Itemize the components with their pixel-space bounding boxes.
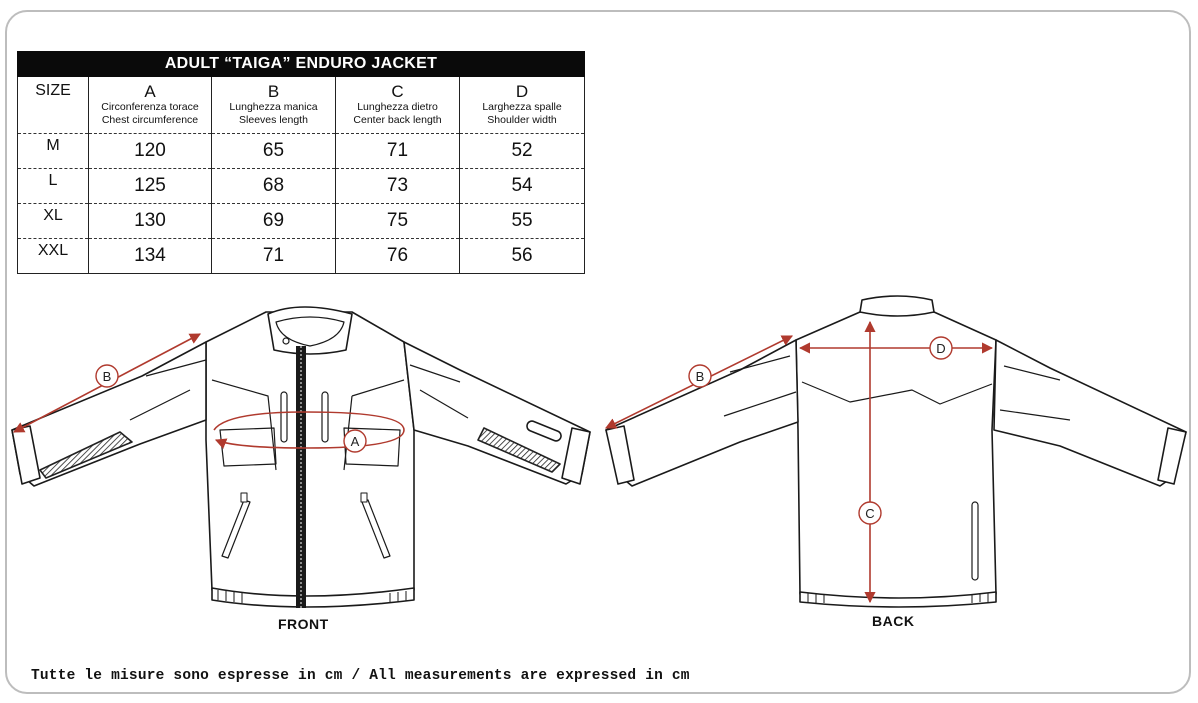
marker-d-back: D	[929, 336, 953, 360]
page-frame	[5, 10, 1191, 694]
table-title-row: ADULT “TAIGA” ENDURO JACKET	[16, 51, 586, 77]
column-label-en: Shoulder width	[487, 114, 557, 126]
column-label-en: Sleeves length	[239, 114, 308, 126]
value-cell-d: 52	[458, 133, 586, 169]
marker-b-front: B	[95, 364, 119, 388]
table-row-l: L 125 68 73 54	[17, 168, 586, 204]
marker-d-text: D	[936, 341, 945, 356]
back-label: BACK	[872, 613, 915, 629]
table-title: ADULT “TAIGA” ENDURO JACKET	[16, 51, 586, 77]
column-letter: C	[391, 82, 404, 101]
value-cell-d: 55	[458, 203, 586, 239]
table-row-xl: XL 130 69 75 55	[17, 203, 586, 239]
marker-c-text: C	[865, 506, 874, 521]
column-label-it: Lunghezza dietro	[357, 101, 438, 113]
column-letter: D	[515, 82, 529, 101]
front-jacket-drawing	[11, 306, 591, 608]
value-cell-c: 73	[335, 168, 460, 204]
size-chart-table: ADULT “TAIGA” ENDURO JACKET SIZE A Circo…	[16, 51, 586, 274]
value-cell-d: 56	[458, 238, 586, 274]
value-cell-c: 71	[335, 133, 460, 169]
measurement-footnote: Tutte le misure sono espresse in cm / Al…	[31, 668, 690, 684]
column-label-en: Chest circumference	[101, 114, 199, 126]
front-label: FRONT	[278, 616, 329, 632]
table-row-xxl: XXL 134 71 76 56	[17, 238, 586, 274]
marker-a-front: A	[343, 429, 367, 453]
value-cell-b: 65	[211, 133, 336, 169]
value-cell-c: 75	[335, 203, 460, 239]
back-jacket-drawing	[605, 295, 1187, 608]
column-header-a: A Circonferenza torace Chest circumferen…	[88, 76, 212, 134]
value-cell-a: 134	[88, 238, 212, 274]
table-row-m: M 120 65 71 52	[17, 133, 586, 169]
column-header-c: C Lunghezza dietro Center back length	[335, 76, 460, 134]
column-header-d: D Larghezza spalle Shoulder width	[458, 76, 586, 134]
size-cell: XL	[17, 203, 89, 239]
marker-b-text: B	[696, 369, 705, 384]
column-header-b: B Lunghezza manica Sleeves length	[211, 76, 336, 134]
column-label-en: Center back length	[353, 114, 442, 126]
value-cell-b: 71	[211, 238, 336, 274]
size-cell: XXL	[17, 238, 89, 274]
value-cell-d: 54	[458, 168, 586, 204]
marker-b-back: B	[688, 364, 712, 388]
value-cell-c: 76	[335, 238, 460, 274]
column-letter: A	[144, 82, 156, 101]
column-label-it: Circonferenza torace	[101, 101, 199, 113]
value-cell-a: 130	[88, 203, 212, 239]
value-cell-a: 125	[88, 168, 212, 204]
column-label-it: Larghezza spalle	[482, 101, 562, 113]
value-cell-b: 69	[211, 203, 336, 239]
column-label-it: Lunghezza manica	[229, 101, 318, 113]
table-header-row: SIZE A Circonferenza torace Chest circum…	[17, 76, 586, 134]
marker-c-back: C	[858, 501, 882, 525]
column-letter: B	[267, 82, 280, 101]
size-column-header: SIZE	[17, 76, 89, 134]
marker-b-text: B	[103, 369, 112, 384]
size-cell: L	[17, 168, 89, 204]
value-cell-a: 120	[88, 133, 212, 169]
marker-a-text: A	[351, 434, 360, 449]
value-cell-b: 68	[211, 168, 336, 204]
